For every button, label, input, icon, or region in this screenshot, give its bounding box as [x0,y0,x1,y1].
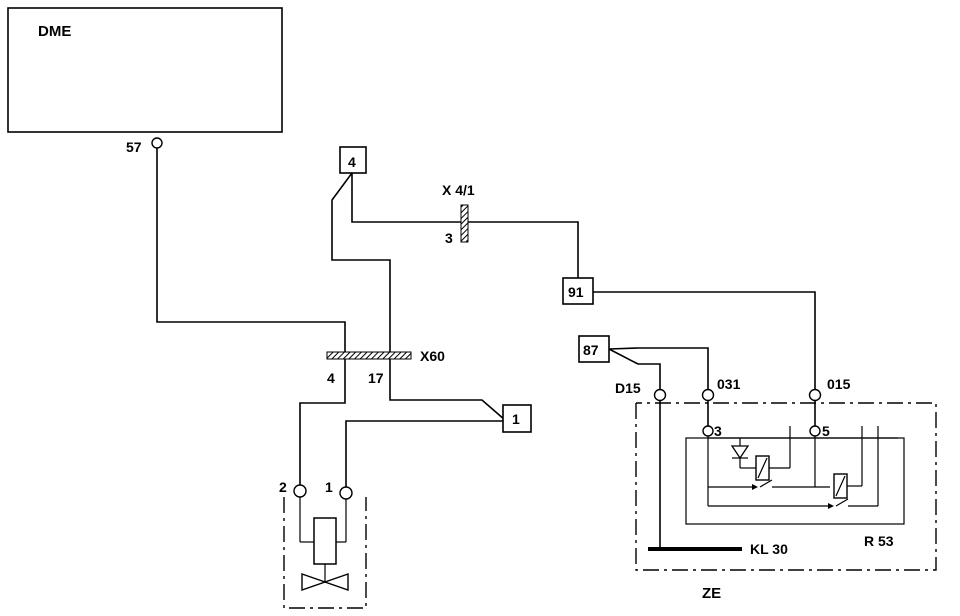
wire-block1-to-valve-pin1 [345,420,503,487]
connector-x4-1-pin-label: 3 [445,230,453,246]
connector-x60 [326,351,412,360]
dme-pin-57-label: 57 [126,139,142,155]
relay-pin-5-terminal [809,425,821,437]
central-electrics-ze-label: ZE [702,585,721,602]
wire-block4-to-block1 [331,172,506,421]
valve-pin-1-label: 1 [325,479,333,495]
wire-block91-to-015 [593,291,816,389]
relay-r53-label: R 53 [864,533,894,549]
dme-control-unit [7,7,283,133]
block-4-label: 4 [348,154,356,170]
terminal-d15 [653,388,667,402]
valve-pin-1-terminal [339,486,353,500]
wire-dme57-to-valve-pin2 [156,148,346,485]
valve-pin-2-terminal [293,484,307,498]
connector-x60-label: X60 [420,348,445,364]
terminal-d15-label: D15 [615,380,641,396]
connector-x60-pin-4-label: 4 [327,370,335,386]
block-87-label: 87 [583,342,599,358]
block-4 [339,146,367,174]
relay-r53 [685,437,905,525]
block-91 [562,277,594,305]
connector-x4-1 [460,204,469,243]
terminal-031-label: 031 [717,376,741,392]
terminal-015-label: 015 [827,376,851,392]
dme-label: DME [38,23,71,40]
valve-pin-2-label: 2 [279,479,287,495]
terminal-015 [808,388,822,402]
block-1-label: 1 [512,411,520,427]
relay-pin-3-label: 3 [714,423,722,439]
relay-pin-5-label: 5 [822,423,830,439]
dme-pin-57-terminal [151,137,163,149]
wire-block87-to-031 [608,347,709,389]
relay-internal-circuit [707,426,898,509]
central-electrics-ze-outline [635,402,937,571]
connector-x60-pin-17-label: 17 [368,370,384,386]
kl30-label: KL 30 [750,541,788,557]
solenoid-valve-outline [283,497,367,609]
block-1 [502,404,532,433]
solenoid-valve-symbol [299,497,349,591]
terminal-031 [701,388,715,402]
relay-pin-3-terminal [702,425,714,437]
connector-x4-1-label: X 4/1 [442,182,475,198]
block-91-label: 91 [568,284,584,300]
wire-block87-to-d15 [608,348,661,389]
